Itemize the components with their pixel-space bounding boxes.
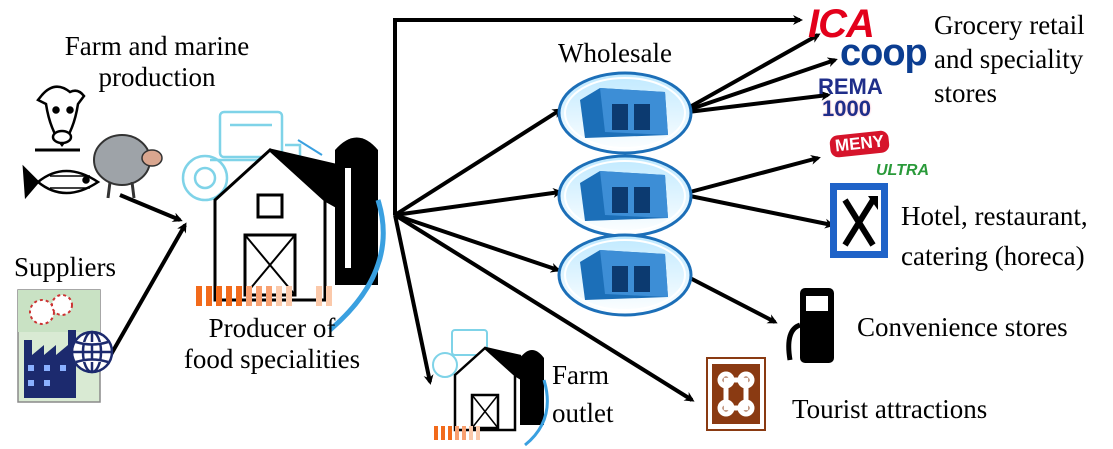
label-convenience: Convenience stores	[857, 312, 1068, 342]
label-producer: Producer of food specialities	[172, 313, 372, 375]
label-horeca: Hotel, restaurant, catering (horeca)	[901, 196, 1088, 276]
label-horeca-line-1: Hotel, restaurant,	[901, 201, 1088, 231]
rema-logo-line-1: REMA	[818, 74, 883, 99]
coop-logo: coop	[840, 32, 928, 74]
fuel-pump-icon	[786, 288, 834, 363]
label-farm-marine-line-1: Farm and marine	[64, 31, 250, 61]
rema-logo-line-2: 1000	[822, 96, 871, 121]
label-grocery-line-2: and speciality	[934, 44, 1084, 74]
label-farm-outlet: Farm outlet	[552, 360, 614, 429]
arrow-producer-to-wholesale-2	[394, 188, 563, 217]
arrow-wholesale2-to-horeca	[689, 194, 835, 229]
sheep-icon	[93, 134, 163, 199]
ica-logo: ICA	[808, 2, 875, 46]
farm-animals-icon	[22, 85, 163, 200]
arrow-producer-to-tourist	[393, 213, 695, 402]
arrow-suppliers-to-producer	[103, 222, 187, 366]
barn-icon	[213, 147, 355, 302]
arrow-farm-to-producer	[119, 193, 183, 222]
arrow-producer-to-wholesale-3	[394, 213, 561, 273]
arrow-wholesale1-to-rema	[687, 90, 831, 114]
arrow-wholesale1-to-ica	[687, 33, 821, 110]
ultra-logo: ULTRA	[876, 162, 930, 179]
label-grocery-line-1: Grocery retail	[934, 10, 1085, 40]
arrow-producer-to-top	[393, 15, 803, 215]
label-farm-outlet-line-2: outlet	[552, 398, 614, 428]
flow-arrows	[103, 15, 838, 402]
label-producer-line-1: Producer of	[208, 313, 336, 343]
globe-icon	[70, 330, 114, 374]
label-grocery: Grocery retail and speciality stores	[934, 8, 1085, 110]
silo-icon	[297, 137, 386, 332]
attraction-icon	[706, 357, 766, 431]
label-farm-outlet-line-1: Farm	[552, 360, 609, 390]
fence-icon	[196, 286, 332, 306]
small-fence-icon	[434, 426, 480, 440]
warehouse-icon-2	[557, 154, 693, 238]
warehouse-icon-3	[557, 233, 693, 317]
label-wholesale: Wholesale	[558, 38, 672, 68]
arrow-wholesale2-to-meny	[689, 154, 821, 194]
arrow-producer-to-wholesale-1	[393, 108, 563, 217]
label-grocery-line-3: stores	[934, 78, 997, 108]
label-suppliers: Suppliers	[14, 252, 117, 282]
label-tourist: Tourist attractions	[792, 394, 988, 424]
label-producer-line-2: food specialities	[183, 344, 361, 374]
fork-knife-icon	[830, 183, 888, 258]
arrow-producer-to-farm-outlet	[393, 214, 434, 385]
small-barn-icon	[453, 346, 533, 432]
label-farm-marine-production: Farm and marine production	[52, 31, 262, 93]
factory-icon	[17, 289, 101, 403]
cow-icon	[35, 85, 86, 152]
label-farm-marine-line-2: production	[98, 62, 216, 92]
arrow-wholesale1-to-coop	[687, 57, 838, 112]
label-horeca-line-2: catering (horeca)	[901, 241, 1085, 271]
warehouse-icon-1	[557, 71, 693, 155]
arrow-wholesale3-to-convenience	[689, 276, 778, 324]
small-silo-icon	[520, 350, 549, 447]
fish-icon	[22, 164, 101, 200]
